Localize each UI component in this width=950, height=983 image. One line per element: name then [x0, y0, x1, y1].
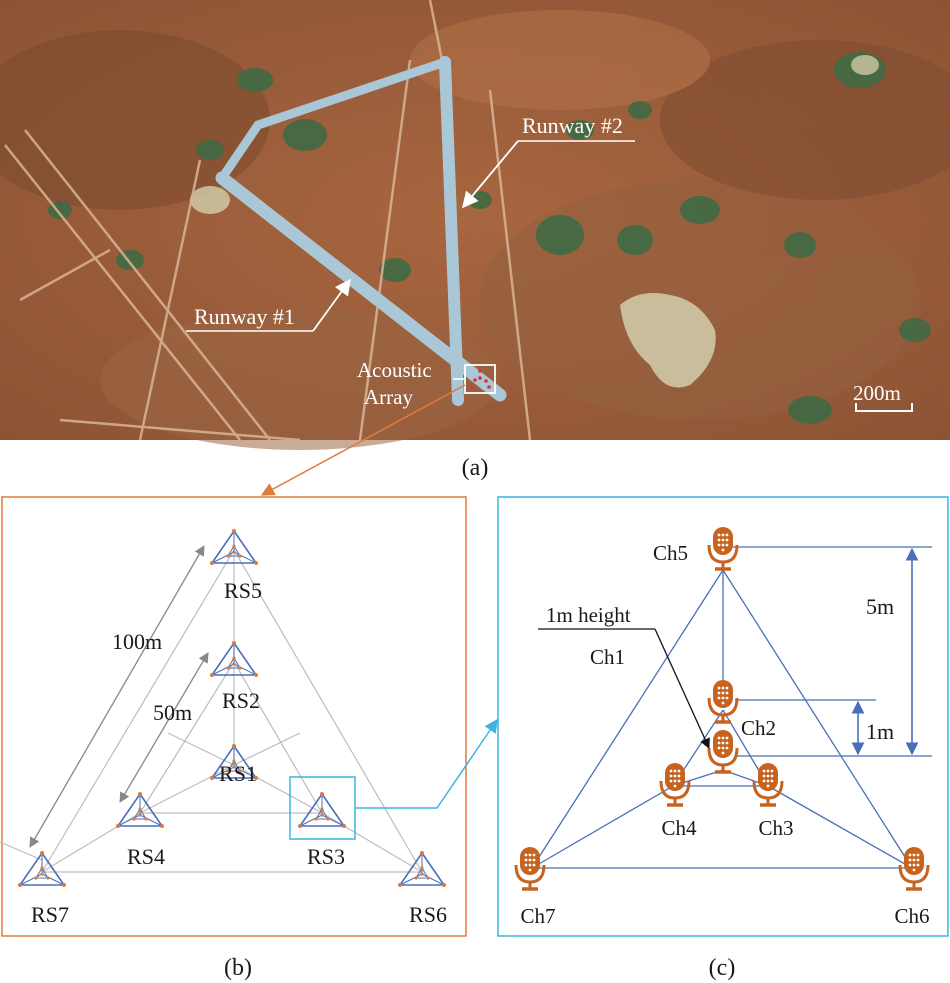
label-ch3: Ch3: [758, 816, 793, 840]
label-ch4: Ch4: [661, 816, 697, 840]
mic-array-lines: [531, 546, 932, 869]
scale-bar-label: 200m: [853, 381, 901, 405]
dimension-100m: [29, 545, 205, 848]
station-rs6: [397, 850, 447, 888]
station-rs7: [17, 850, 67, 888]
station-grid-lines: [0, 549, 423, 873]
label-5m: 5m: [866, 594, 894, 619]
runway2-label: Runway #2: [522, 113, 623, 138]
panel-b-frame: [1, 496, 467, 937]
label-rs4: RS4: [127, 844, 165, 869]
label-rs2: RS2: [222, 688, 260, 713]
caption-b: (b): [224, 955, 252, 981]
label-ch1: Ch1: [590, 645, 625, 669]
acoustic-array-label-2: Array: [364, 385, 413, 409]
scale-bar: [855, 403, 913, 412]
dimension-50m: [119, 652, 209, 803]
connector-a-to-b: [260, 384, 466, 496]
label-rs3: RS3: [307, 844, 345, 869]
mic-ch1-icon: [707, 728, 739, 774]
mic-ch2-icon: [707, 678, 739, 724]
runway1-arrow: [312, 278, 351, 332]
height-note-arrow: [654, 628, 710, 749]
label-rs7: RS7: [31, 902, 69, 927]
label-ch7: Ch7: [520, 904, 555, 928]
caption-a: (a): [462, 455, 489, 481]
label-rs5: RS5: [224, 578, 262, 603]
satellite-map: [0, 0, 950, 450]
label-ch6: Ch6: [894, 904, 929, 928]
caption-c: (c): [709, 955, 736, 981]
label-rs6: RS6: [409, 902, 447, 927]
acoustic-array-label-1: Acoustic: [357, 358, 432, 382]
runway1-label: Runway #1: [194, 304, 295, 329]
mic-ch5-icon: [707, 525, 739, 571]
label-50m: 50m: [153, 700, 192, 725]
label-ch2: Ch2: [741, 716, 776, 740]
label-1m: 1m: [866, 719, 894, 744]
label-ch5: Ch5: [653, 541, 688, 565]
connector-b-to-c: [355, 718, 498, 809]
height-note: 1m height: [546, 603, 631, 627]
label-rs1: RS1: [219, 761, 257, 786]
label-100m: 100m: [112, 629, 162, 654]
runway2-arrow: [461, 140, 519, 209]
panel-c-frame: [497, 496, 949, 937]
mic-ch4-icon: [659, 761, 691, 807]
